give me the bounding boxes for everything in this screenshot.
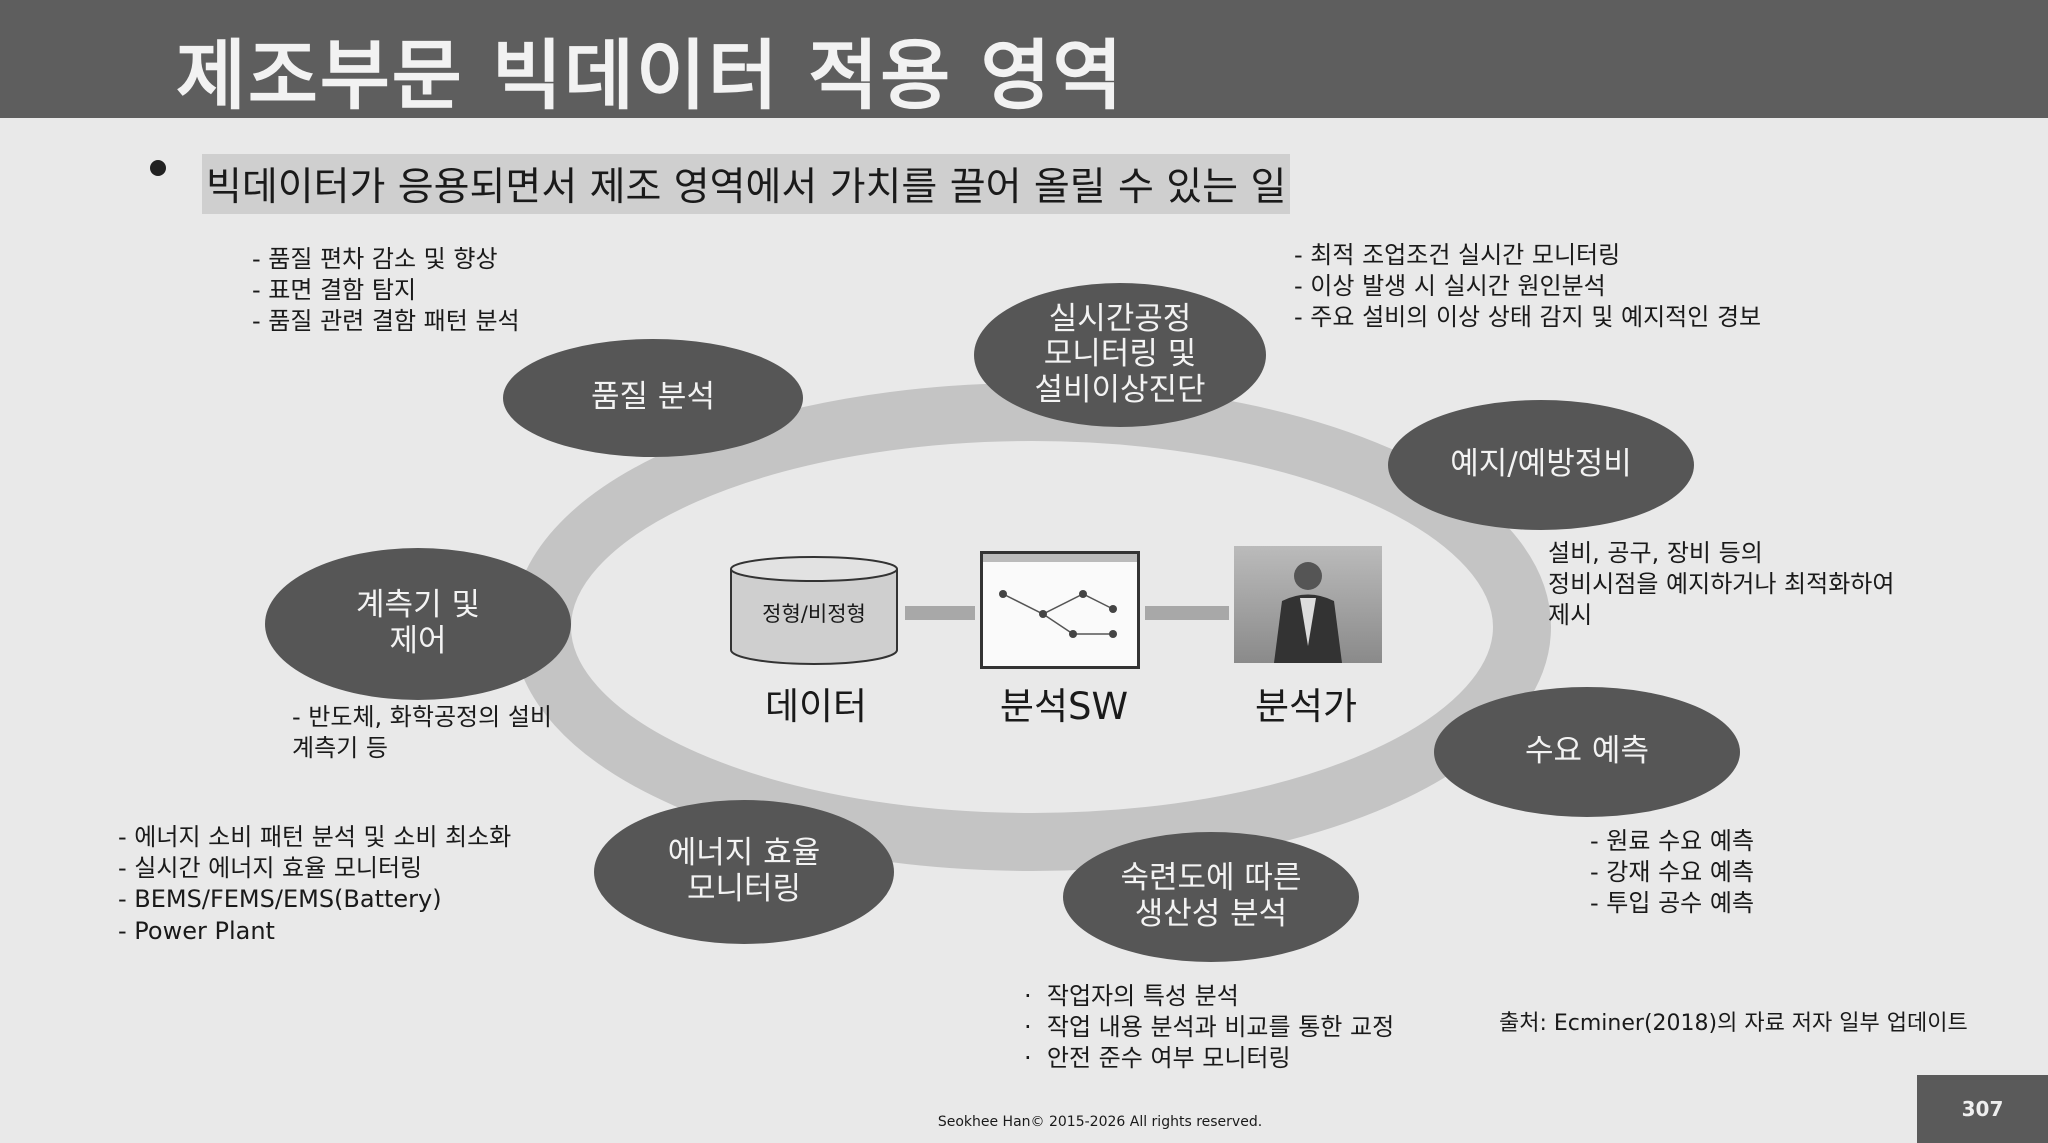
copyright: Seokhee Han© 2015-2026 All rights reserv…	[937, 1114, 1263, 1130]
predictive-notes: 설비, 공구, 장비 등의 정비시점을 예지하거나 최적화하여 제시	[1548, 539, 1895, 630]
title-bar	[0, 0, 2048, 118]
bubble-energy: 에너지 효율 모니터링	[594, 800, 894, 944]
analyst-label: 분석가	[1254, 685, 1358, 728]
database-label: 정형/비정형	[762, 602, 866, 626]
page-title: 제조부문 빅데이터 적용 영역	[176, 31, 1125, 120]
instrument-notes: - 반도체, 화학공정의 설비 계측기 등	[292, 703, 552, 763]
bubble-instrument: 계측기 및 제어	[265, 548, 571, 700]
bullet-text: 빅데이터가 응용되면서 제조 영역에서 가치를 끌어 올릴 수 있는 일	[202, 154, 1291, 214]
analysis-software-screenshot	[980, 551, 1140, 669]
bubble-demand: 수요 예측	[1434, 687, 1740, 817]
database-icon	[730, 556, 898, 665]
software-label: 분석SW	[999, 685, 1129, 728]
source-citation: 출처: Ecminer(2018)의 자료 저자 일부 업데이트	[1499, 1011, 1968, 1036]
realtime-notes: - 최적 조업조건 실시간 모니터링 - 이상 발생 시 실시간 원인분석 - …	[1294, 241, 1762, 332]
demand-notes: - 원료 수요 예측 - 강재 수요 예측 - 투입 공수 예측	[1590, 827, 1755, 918]
quality-notes: - 품질 편차 감소 및 향상 - 표면 결함 탐지 - 품질 관련 결함 패턴…	[252, 245, 520, 336]
skill-notes: · 작업자의 특성 분석 · 작업 내용 분석과 비교를 통한 교정 · 안전 …	[1024, 982, 1395, 1073]
analyst-photo	[1234, 546, 1382, 663]
arrow-left-icon	[905, 606, 975, 620]
bubble-skill: 숙련도에 따른 생산성 분석	[1063, 832, 1359, 962]
data-label: 데이터	[764, 685, 868, 728]
arrow-right-icon	[1145, 606, 1229, 620]
bubble-realtime: 실시간공정 모니터링 및 설비이상진단	[974, 283, 1266, 427]
page-number: 307	[1917, 1075, 2048, 1143]
energy-notes: - 에너지 소비 패턴 분석 및 소비 최소화 - 실시간 에너지 효율 모니터…	[118, 823, 512, 945]
bubble-quality: 품질 분석	[503, 339, 803, 457]
bullet-icon	[150, 160, 166, 176]
bubble-predictive: 예지/예방정비	[1388, 400, 1694, 530]
